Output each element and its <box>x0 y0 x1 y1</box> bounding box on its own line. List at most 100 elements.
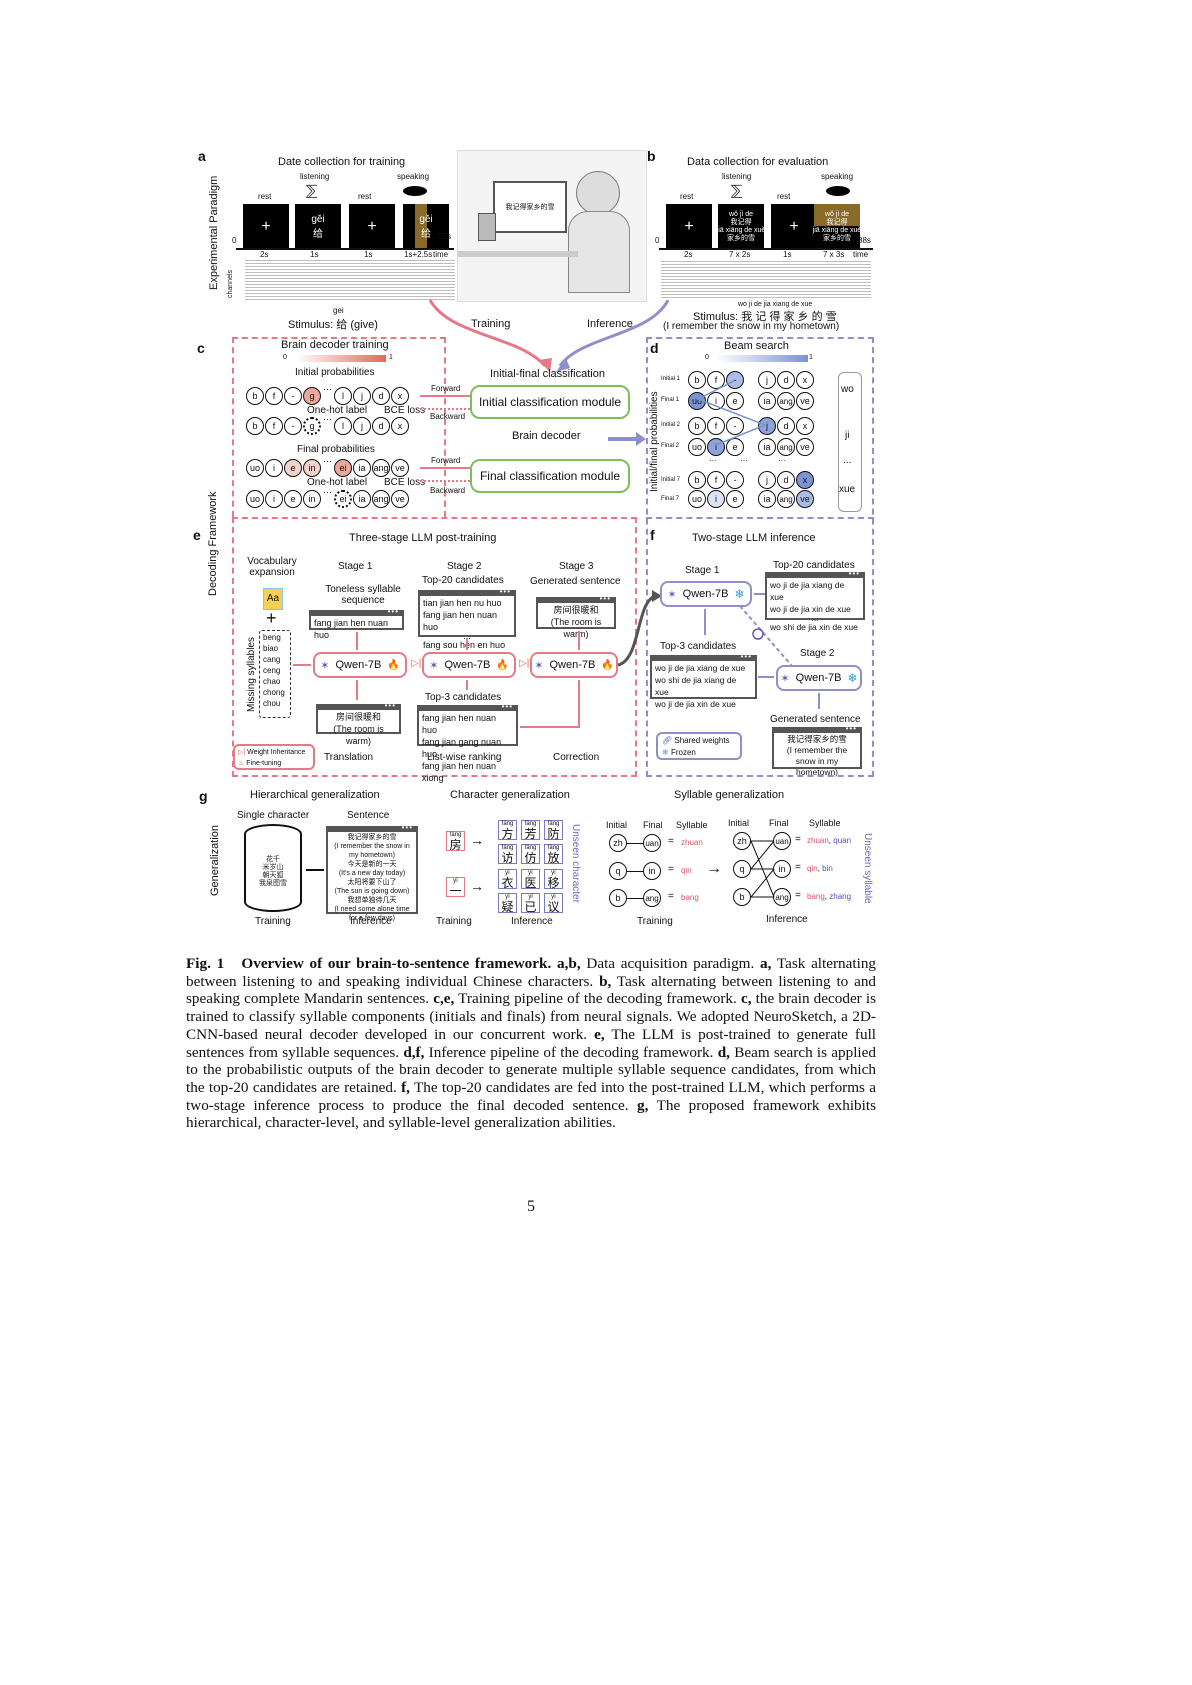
beam-node: e <box>726 490 744 508</box>
character-generalization-title: Character generalization <box>450 789 570 801</box>
caption-text: The top-20 candidates are fed into the p… <box>186 1078 876 1114</box>
eeg-signal <box>661 260 871 300</box>
char: 芳 <box>524 827 537 841</box>
beam-node: ang <box>777 392 795 410</box>
final-node: uo <box>246 459 264 477</box>
weight-inheritance-icon: ▷| <box>238 749 246 756</box>
cue-speaking: speaking <box>397 172 430 181</box>
label-node: f <box>265 417 283 435</box>
initial-node: zh <box>609 834 627 852</box>
candidate: ... <box>811 613 819 623</box>
screen-speaking: gěi 给 <box>403 204 449 249</box>
fire-icon: 🔥 <box>496 659 509 671</box>
output-syllable: wo <box>841 384 854 395</box>
unseen-character-label: Unseen character <box>570 824 581 903</box>
side-label-experimental: Experimental Paradigm <box>208 175 220 290</box>
snowflake-icon: ❄ <box>847 671 858 685</box>
qwen-logo-icon: ✶ <box>534 659 544 672</box>
initial-node-highlighted: g <box>303 387 321 405</box>
training-label: Training <box>637 916 673 927</box>
panel-letter-g: g <box>199 788 208 804</box>
character-pile: 花千米岁山朝天狐我泉图雪 <box>259 856 287 887</box>
snowflake-icon: ❄ <box>734 587 745 601</box>
panel-letter-e: e <box>193 527 201 543</box>
beam-node: e <box>726 438 744 456</box>
label-node: - <box>284 417 302 435</box>
flow-arrow <box>520 726 580 728</box>
label-node: j <box>353 417 371 435</box>
sentence-en: (I need some alone time for a few days) <box>334 906 410 922</box>
panel-b-title: Data collection for evaluation <box>687 156 829 168</box>
generated-title: Generated sentence <box>770 714 861 725</box>
char: 一 <box>449 884 462 898</box>
timeline-end: 7.5s <box>436 232 452 241</box>
beam-node: e <box>726 392 744 410</box>
time-label: time <box>853 250 869 259</box>
flow-arrow <box>758 676 774 678</box>
syllable-seen: bang <box>681 893 699 902</box>
final-node: ia <box>353 459 371 477</box>
equals-icon: = <box>668 864 674 875</box>
final-node: ang <box>643 889 661 907</box>
output-en: (I remember the snow in my hometown) <box>786 745 848 777</box>
beam-node: f <box>707 417 725 435</box>
char: 疑 <box>501 900 514 914</box>
syllable-unseen: zhang <box>829 892 852 901</box>
syllable: ceng <box>263 666 281 675</box>
screen-speaking: wǒ jì de 我记得 jiā xiāng de xuě 家乡的雪 <box>813 204 861 249</box>
inferred-syllables: qin, bin <box>807 864 833 873</box>
timeline-start: 0 <box>655 236 660 245</box>
final-node: ve <box>391 459 409 477</box>
label-node-target: g <box>303 417 321 435</box>
panel-ref: d,f, <box>403 1043 425 1061</box>
flow-arrow <box>466 680 468 690</box>
panel-a-title: Date collection for training <box>278 156 406 168</box>
candidate: wo shi de jia xin de xue <box>770 622 858 632</box>
output-cn: 房间很暖和 <box>335 712 381 722</box>
initial-node: - <box>284 387 302 405</box>
timeline-axis <box>659 248 873 250</box>
col-header: Initial <box>728 818 750 828</box>
timeline-start: 0 <box>232 236 237 245</box>
arrow <box>306 869 324 871</box>
cue-listening: listening <box>300 172 330 181</box>
candidate: fang jian gang nuan huo <box>422 737 502 759</box>
sentence-en: (The sun is going down) <box>334 888 410 895</box>
model-name: Qwen-7B <box>444 659 491 671</box>
output-en: (The room is warm) <box>550 617 602 639</box>
unseen-syllable-label: Unseen syllable <box>862 833 873 904</box>
final-node: uan <box>643 834 661 852</box>
label-node: e <box>284 490 302 508</box>
syllable-seen: qin <box>807 864 818 873</box>
link <box>627 843 643 844</box>
stage-2-subtitle: Top-20 candidates <box>422 575 504 586</box>
beam-node-selected: j <box>758 417 776 435</box>
panel-letter-d: d <box>650 340 659 356</box>
stimulus-label: Stimulus: 给 (give) <box>288 319 378 331</box>
training-label: Training <box>255 916 291 927</box>
scale-min: 0 <box>705 354 709 361</box>
legend-item: Frozen <box>670 748 696 757</box>
duration: 1s <box>364 250 373 259</box>
output-syllable: xue <box>839 484 856 495</box>
ear-icon: ⅀ <box>731 182 743 198</box>
model-name: Qwen-7B <box>795 672 842 684</box>
panel-d-title: Beam search <box>724 340 789 352</box>
flow-arrows <box>428 299 670 372</box>
ellipsis: ··· <box>323 487 332 497</box>
equals-icon: = <box>795 862 801 873</box>
legend-item: Fine-tuning <box>246 760 282 767</box>
label-node: ia <box>353 490 371 508</box>
duration: 7 x 3s <box>823 250 845 259</box>
ellipsis: ··· <box>323 456 332 466</box>
char: 已 <box>524 900 537 914</box>
initial-node: q <box>609 862 627 880</box>
beam-node-selected: x <box>796 471 814 489</box>
screen-listening: wǒ jì de 我记得 jiā xiāng de xuě 家乡的雪 <box>717 204 765 249</box>
panel-d-f-border <box>646 337 874 777</box>
caption-text: The LLM is post-trained to generate full… <box>186 1025 877 1061</box>
